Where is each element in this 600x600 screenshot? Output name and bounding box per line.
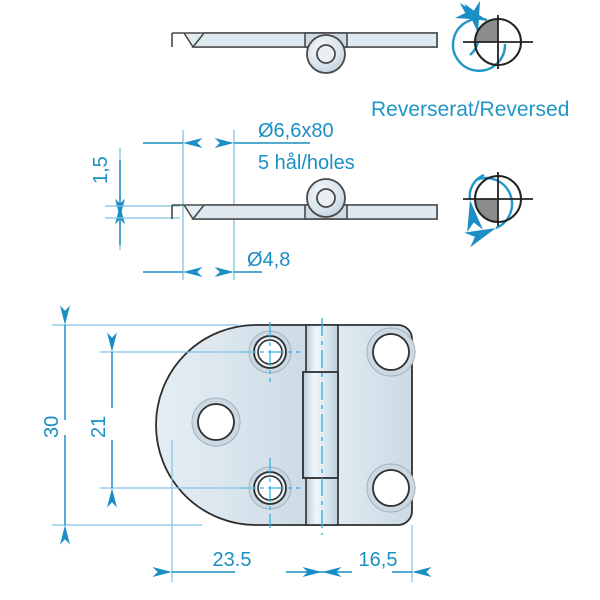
shaded-quadrant-upper-left: [475, 19, 498, 42]
side-view-reversed: [171, 178, 438, 220]
dim-hole-count: 5 hål/holes: [258, 152, 355, 174]
side-knuckle-pin-rev: [316, 188, 336, 208]
dim-height-overall: 30: [41, 416, 63, 438]
plan-hole: [366, 463, 416, 513]
dim-hole-minor: Ø4,8: [247, 249, 290, 271]
side-knuckle-pin: [316, 44, 336, 64]
dimension-group-middle: Ø6,6x80 5 hål/holes Ø4,8 1,5: [90, 120, 355, 280]
plan-view: [155, 318, 416, 535]
dim-width-right: 16,5: [359, 549, 398, 571]
plan-hole: [366, 327, 416, 377]
dim-thickness: 1,5: [90, 156, 112, 184]
dim-height-holes: 21: [88, 416, 110, 438]
rotation-symbol-standard: [451, 0, 533, 72]
plan-hole: [191, 397, 241, 447]
shaded-quadrant-lower-left: [475, 199, 498, 222]
dim-hole-major: Ø6,6x80: [258, 120, 334, 142]
side-view-standard: [171, 32, 438, 74]
dim-width-left: 23.5: [213, 549, 252, 571]
dimension-group-plan: 30 21 23.5 16,5: [41, 305, 432, 582]
rotation-symbol-reversed: [463, 172, 533, 248]
plan-hinge-knuckle-center: [302, 371, 339, 479]
reversed-label: Reverserat/Reversed: [371, 98, 569, 121]
rotation-arc-reversed-inner: [467, 173, 485, 233]
